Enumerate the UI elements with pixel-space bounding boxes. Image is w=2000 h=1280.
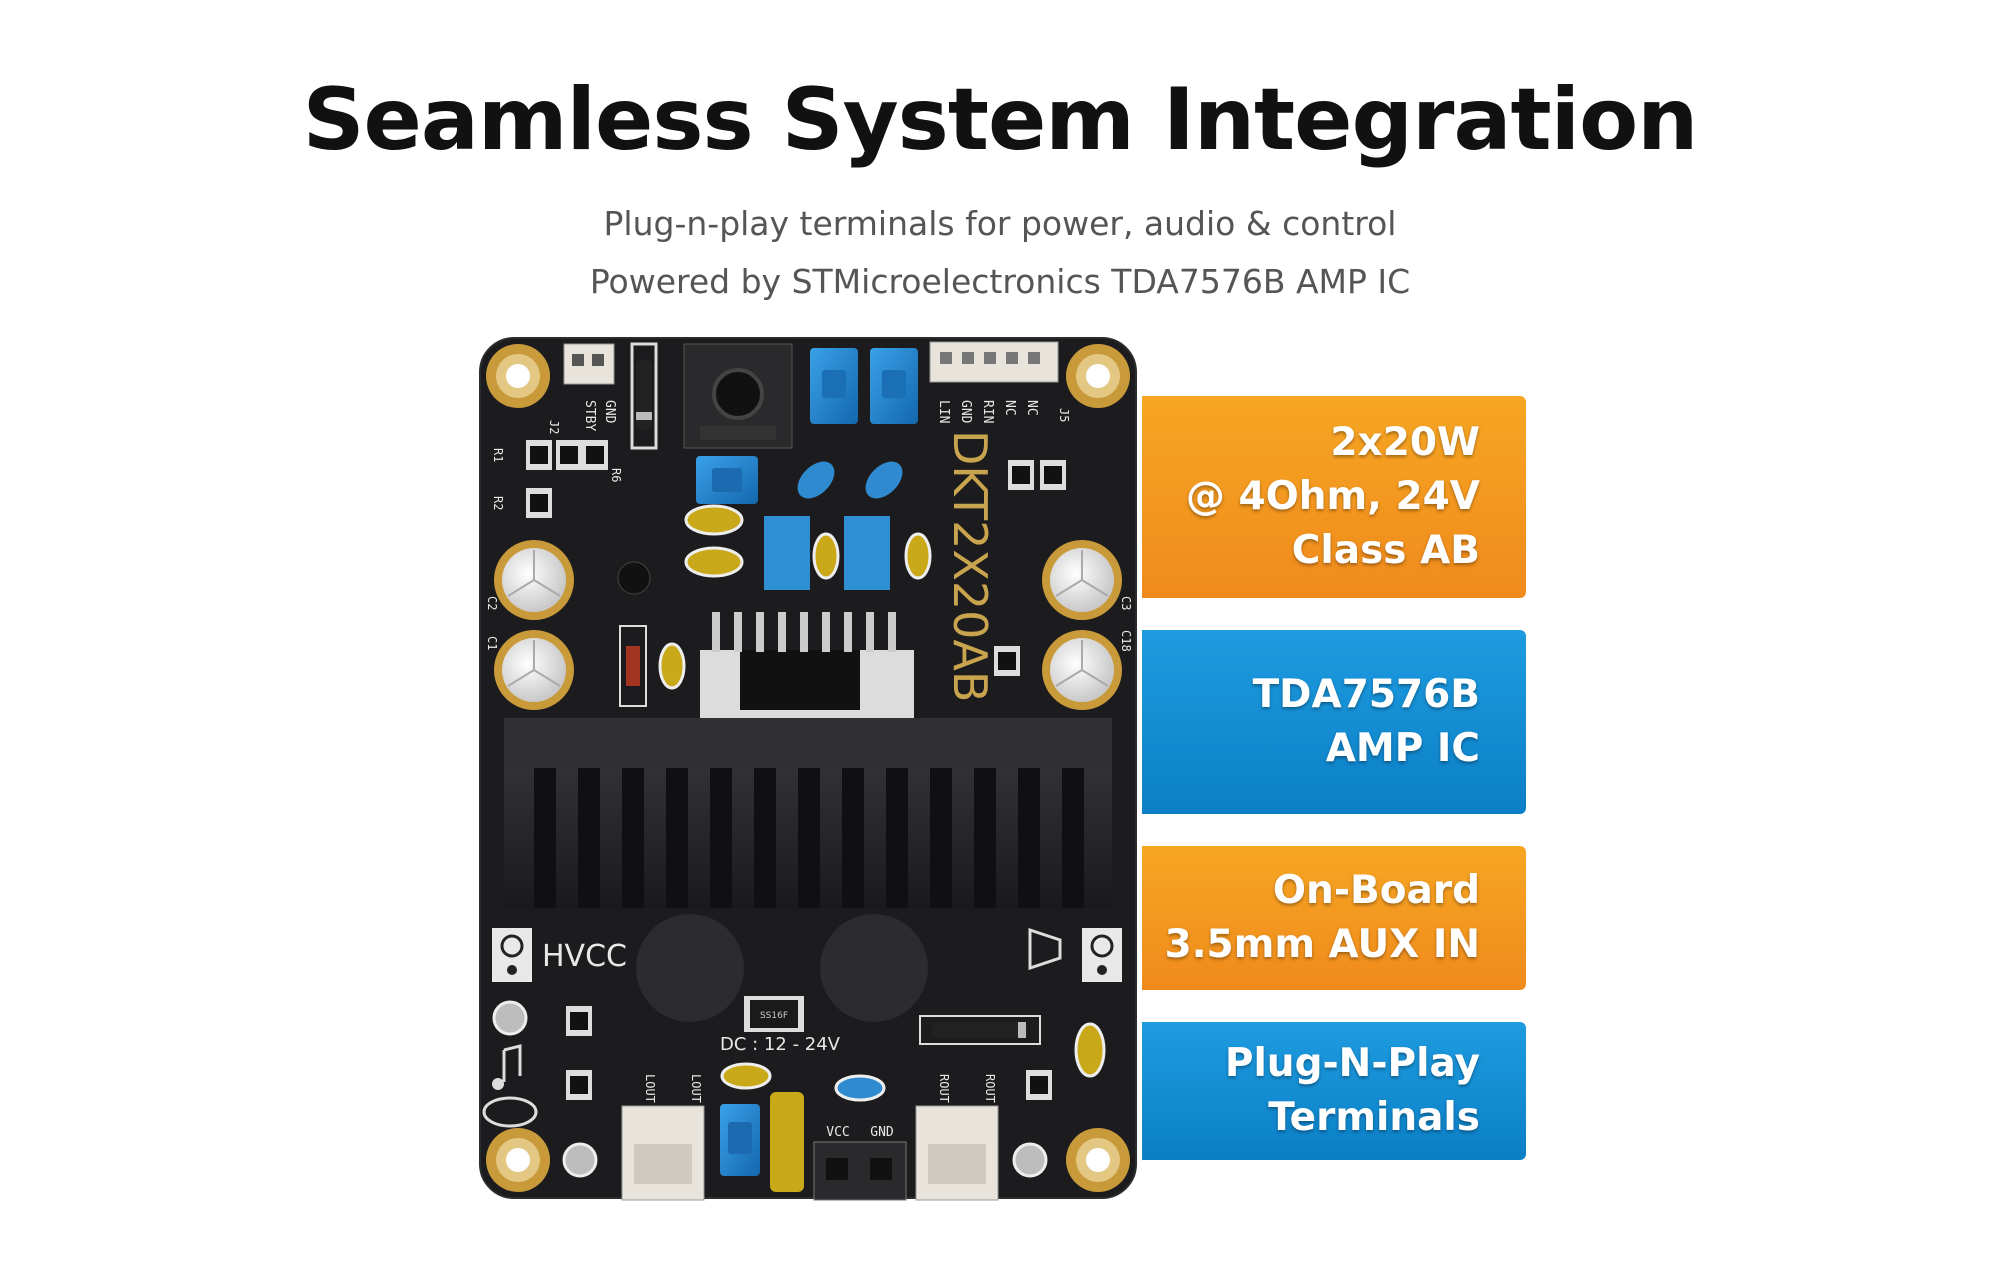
- feature-aux-in: On-Board 3.5mm AUX IN: [1142, 846, 1526, 990]
- board-model-label: DKT2X20AB: [943, 430, 997, 702]
- label-c2: C2: [485, 596, 499, 610]
- label-stby: STBY: [582, 400, 597, 431]
- capacitor-c6: [1074, 1022, 1106, 1078]
- label-vcc: VCC: [826, 1125, 849, 1140]
- diode-ss16f: [744, 996, 804, 1032]
- label-gnd-power: GND: [870, 1125, 894, 1140]
- speaker-icon-right: [1082, 928, 1122, 982]
- horn-icon: [1028, 927, 1062, 971]
- ceramic-cap-c19: [797, 461, 835, 499]
- film-cap-1: [764, 516, 810, 590]
- feature-terminals: Plug-N-Play Terminals: [1142, 1022, 1526, 1160]
- hvcc-label: HVCC: [542, 939, 627, 974]
- electrolytic-cap-c2: [494, 540, 574, 620]
- label-lout-1: LOUT: [643, 1074, 657, 1103]
- electrolytic-cap-c18: [1042, 630, 1122, 710]
- electrolytic-cap-c3: [1042, 540, 1122, 620]
- mounting-hole-bottom-right: [1066, 1128, 1130, 1192]
- aux-jack: [683, 343, 793, 449]
- diode-ss16f-label: SS16F: [760, 1011, 788, 1021]
- label-j2: J2: [547, 420, 561, 434]
- amplifier-board-graphic: STBY GND J2 LIN GND RIN NC NC J5 DKT2X20…: [479, 337, 1137, 1201]
- horn-icon-left: [482, 1096, 538, 1128]
- label-lin: LIN: [936, 400, 951, 423]
- resistors-bottom: [566, 1006, 1052, 1100]
- label-nc-1: NC: [1002, 400, 1017, 416]
- trim-pot-rv1: [720, 1104, 760, 1176]
- subtitle-line-2: Powered by STMicroelectronics TDA7576B A…: [589, 262, 1411, 301]
- feature-terminals-line-1: Plug-N-Play: [1224, 1041, 1480, 1086]
- label-lout-2: LOUT: [689, 1074, 703, 1103]
- label-nc-2: NC: [1024, 400, 1039, 416]
- inductor-right: [820, 914, 928, 1022]
- feature-amp-ic-line-1: TDA7576B: [1252, 672, 1480, 717]
- label-r1: R1: [491, 448, 505, 462]
- label-rout-1: ROUT: [937, 1074, 951, 1103]
- feature-terminals-line-2: Terminals: [1268, 1095, 1480, 1140]
- standby-connector: [563, 343, 615, 385]
- label-c3: C3: [1119, 596, 1133, 610]
- resistors-left: [526, 440, 608, 518]
- label-gnd-top-right: GND: [958, 400, 973, 424]
- label-gnd-top-left: GND: [602, 400, 617, 424]
- mounting-hole-top-left: [486, 344, 550, 408]
- label-c18: C18: [1119, 630, 1133, 652]
- trim-pot-rv4: [810, 348, 858, 424]
- mounting-hole-bottom-left: [486, 1128, 550, 1192]
- label-r6: R6: [609, 468, 623, 482]
- amp-ic-tda7576b: [700, 612, 914, 722]
- ceramic-cap-c13: [865, 461, 903, 499]
- diode-d6: [619, 625, 647, 707]
- mounting-hole-top-right: [1066, 344, 1130, 408]
- led-d3: [1012, 1142, 1048, 1178]
- tantalum-caps: [658, 504, 932, 690]
- page-title: Seamless System Integration: [302, 70, 1699, 170]
- label-r2: R2: [491, 496, 505, 510]
- amplifier-board: STBY GND J2 LIN GND RIN NC NC J5 DKT2X20…: [470, 330, 1146, 1206]
- led-d2: [562, 1142, 598, 1178]
- electrolytic-cap-c1: [494, 630, 574, 710]
- label-j5: J5: [1057, 408, 1071, 422]
- feature-aux-in-line-2: 3.5mm AUX IN: [1164, 922, 1480, 967]
- speaker-icon-left: [492, 928, 532, 982]
- feature-power-line-3: Class AB: [1291, 528, 1480, 573]
- right-output-terminal: [915, 1105, 999, 1201]
- label-rout-2: ROUT: [983, 1074, 997, 1103]
- cap-c9: [720, 1062, 772, 1090]
- heatsink: [504, 718, 1112, 908]
- trim-pot-rv3: [870, 348, 918, 424]
- music-note-icon: [492, 1044, 522, 1090]
- led-d4: [492, 1000, 528, 1036]
- audio-input-connector: [929, 341, 1059, 383]
- label-rin: RIN: [980, 400, 995, 423]
- feature-power-line-1: 2x20W: [1330, 420, 1480, 465]
- power-terminal: [813, 1141, 907, 1201]
- film-cap-yellow: [770, 1092, 804, 1192]
- feature-power-line-2: @ 4Ohm, 24V: [1185, 474, 1480, 519]
- left-output-terminal: [621, 1105, 705, 1201]
- feature-power: 2x20W @ 4Ohm, 24V Class AB: [1142, 396, 1526, 598]
- label-c1: C1: [485, 636, 499, 650]
- trimmer-rv2: [696, 456, 758, 504]
- subtitle-line-1: Plug-n-play terminals for power, audio &…: [603, 204, 1397, 243]
- diode-d5: [630, 342, 658, 450]
- dc-voltage-label: DC : 12 - 24V: [720, 1034, 841, 1055]
- resistors-right: [994, 460, 1066, 676]
- regulator-u2: [617, 561, 651, 595]
- inductor-left: [636, 914, 744, 1022]
- diode-d1: [919, 1015, 1041, 1045]
- feature-aux-in-line-1: On-Board: [1272, 868, 1480, 913]
- feature-amp-ic-line-2: AMP IC: [1325, 726, 1480, 771]
- cap-blue-bottom: [834, 1074, 886, 1102]
- film-cap-2: [844, 516, 890, 590]
- feature-amp-ic: TDA7576B AMP IC: [1142, 630, 1526, 814]
